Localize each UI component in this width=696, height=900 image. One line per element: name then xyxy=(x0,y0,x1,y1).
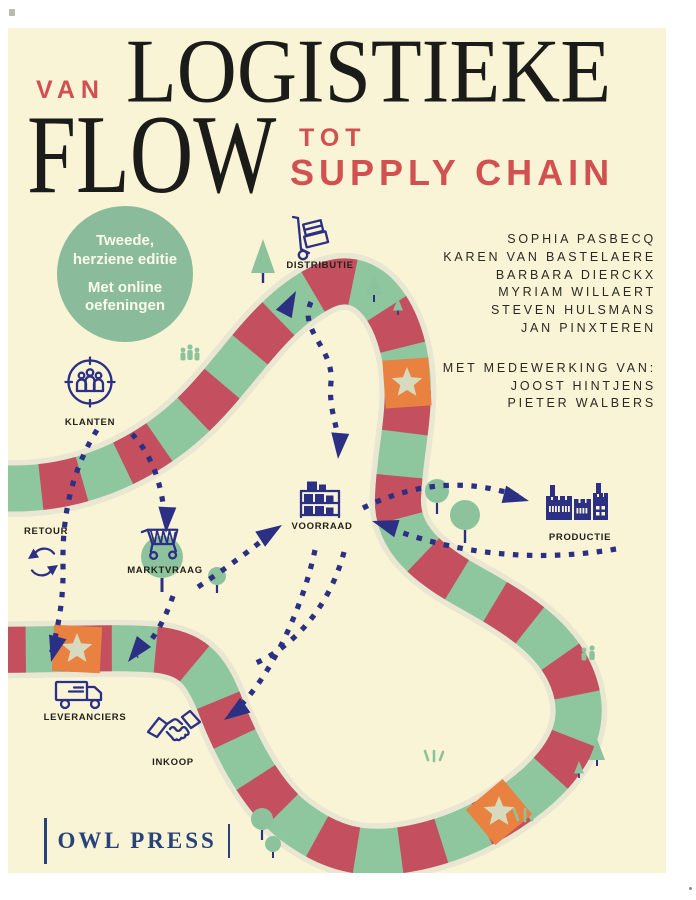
pine-tree-icon xyxy=(251,239,275,283)
flow-arrowheads xyxy=(49,291,529,720)
publisher-bar-left xyxy=(44,818,47,864)
author-name: KAREN VAN BASTELAERE xyxy=(443,249,656,264)
author-name: BARBARA DIERCKX xyxy=(495,267,656,282)
handshake-icon xyxy=(146,709,202,742)
author-name: SOPHIA PASBECQ xyxy=(507,232,656,246)
trees xyxy=(141,239,605,858)
flow-voorraad-productie xyxy=(361,482,519,511)
hand-truck-icon xyxy=(291,215,330,261)
star-tile xyxy=(51,624,103,674)
title-word-supply-chain: SUPPLY CHAIN xyxy=(290,152,615,193)
contributors-heading: MET MEDEWERKING VAN: xyxy=(442,360,656,375)
corner-dot-mark xyxy=(689,887,692,890)
badge-line: Met online xyxy=(87,278,163,296)
badge-line: Tweede, xyxy=(95,232,155,249)
pine-tree-icon xyxy=(589,739,605,766)
customers-group-icon xyxy=(64,356,116,408)
node-label-voorraad: VOORRAAD xyxy=(291,521,353,532)
title-word-tot: TOT xyxy=(299,124,367,152)
badge-line: herziene editie xyxy=(72,250,178,268)
publisher-bar-right xyxy=(227,824,231,858)
recycle-arrows-icon xyxy=(28,547,58,577)
author-list: SOPHIA PASBECQ KAREN VAN BASTELAERE BARB… xyxy=(443,231,656,413)
author-name: STEVEN HULSMANS xyxy=(491,303,656,318)
pine-tree-icon xyxy=(574,761,584,778)
title-word-logistieke: LOGISTIEKE xyxy=(126,21,611,123)
corner-print-mark xyxy=(9,9,15,16)
contributor-name: PIETER WALBERS xyxy=(507,396,656,411)
warehouse-rack-icon xyxy=(299,481,341,519)
node-label-distributie: DISTRIBUTIE xyxy=(286,260,354,271)
flow-productie-voorraad xyxy=(383,523,617,559)
author-name: JAN PINXTEREN xyxy=(520,320,656,335)
author-name: MYRIAM WILLAERT xyxy=(498,285,656,300)
flow-distributie-voorraad xyxy=(305,300,341,451)
flow-voorraad-road xyxy=(254,551,347,666)
people-cluster-icon xyxy=(180,344,595,661)
node-label-marktvraag: MARKTVRAAG xyxy=(127,565,203,576)
star-tiles xyxy=(51,357,533,846)
shopping-cart-icon xyxy=(140,528,179,561)
factory-icon xyxy=(546,483,608,520)
edition-badge: Tweede, herziene editie Met online oefen… xyxy=(57,206,193,342)
publisher-name: OWL PRESS xyxy=(57,828,217,853)
game-board-road xyxy=(8,252,608,873)
pine-tree-icon xyxy=(366,274,382,302)
flow-klanten-retour-leveranciers xyxy=(48,428,100,657)
badge-line: oefeningen xyxy=(84,297,165,315)
contributor-name: JOOST HINTJENS xyxy=(510,378,656,393)
node-label-inkoop: INKOOP xyxy=(152,757,194,768)
star-tile xyxy=(465,778,533,846)
grass-tuft-icon xyxy=(423,749,538,823)
title-word-flow: FLOW xyxy=(27,92,277,217)
node-label-leveranciers: LEVERANCIERS xyxy=(43,712,127,723)
delivery-truck-icon xyxy=(54,680,103,710)
publisher-logo: OWL PRESS xyxy=(44,818,231,864)
node-label-klanten: KLANTEN xyxy=(64,417,116,428)
title-word-van: VAN xyxy=(36,76,105,104)
node-label-retour: RETOUR xyxy=(24,526,69,537)
star-tile xyxy=(382,357,432,409)
supply-chain-board-illustration xyxy=(8,239,617,873)
node-label-productie: PRODUCTIE xyxy=(548,532,612,543)
pine-tree-icon xyxy=(393,298,403,315)
